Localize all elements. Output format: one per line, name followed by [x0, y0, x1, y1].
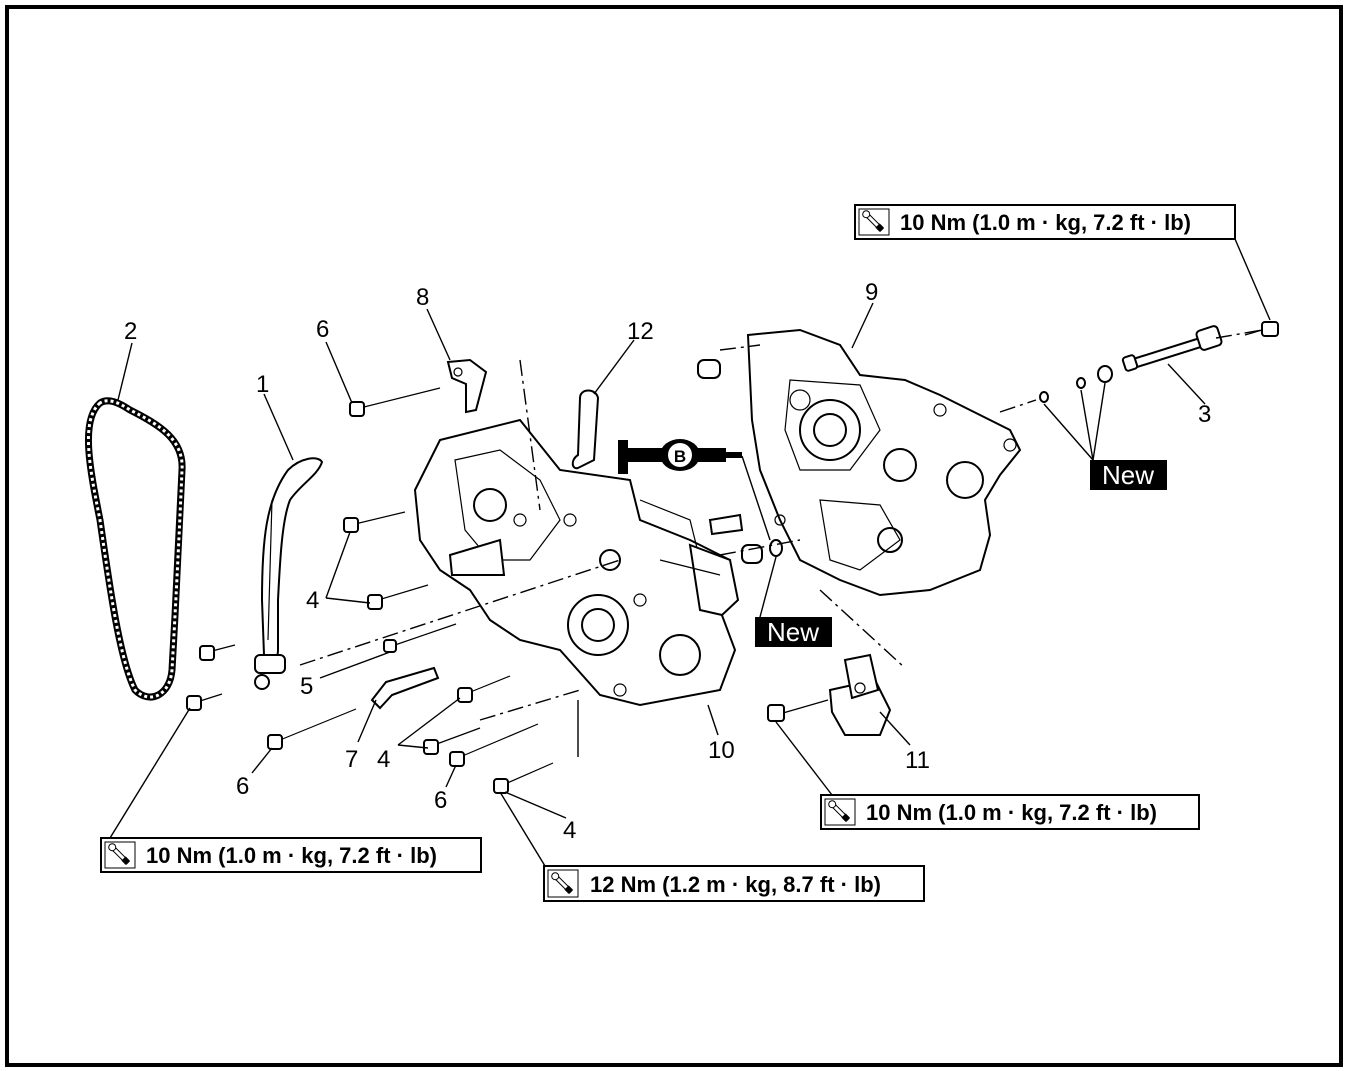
- bracket: [446, 358, 488, 414]
- page-border: [5, 5, 1343, 1067]
- callout-3: 3: [1198, 401, 1211, 428]
- torque-label-bottom-right: 10 Nm (1.0 m · kg, 7.2 ft · lb): [866, 800, 1157, 825]
- callout-9: 9: [865, 279, 878, 306]
- bolts: [186, 387, 829, 794]
- new-label: New: [767, 617, 819, 647]
- callout-5: 5: [300, 673, 313, 700]
- torque-label-bottom-center: 12 Nm (1.2 m · kg, 8.7 ft · lb): [590, 872, 881, 897]
- torque-wrench-icon: [828, 800, 850, 822]
- torque-box-bottom-left: 10 Nm (1.0 m · kg, 7.2 ft · lb): [100, 837, 482, 873]
- callout-8: 8: [416, 284, 429, 311]
- timing-chain: [84, 397, 186, 701]
- chain-guide: [260, 457, 324, 662]
- shift-arm: [571, 389, 600, 470]
- sealant-mark: B: [674, 447, 686, 466]
- new-badge-center: New: [755, 617, 832, 647]
- oil-strainer: [828, 653, 892, 736]
- torque-label-top-right: 10 Nm (1.0 m · kg, 7.2 ft · lb): [900, 210, 1191, 235]
- dowel-pins: [697, 359, 763, 564]
- oil-pipe: [1121, 325, 1223, 372]
- new-badge-right: New: [1090, 460, 1167, 490]
- callout-7: 7: [345, 746, 358, 773]
- leader-lines: [109, 238, 1271, 867]
- callout-6: 6: [236, 773, 249, 800]
- callout-6: 6: [434, 787, 447, 814]
- callout-4: 4: [563, 817, 576, 844]
- callout-10: 10: [708, 737, 735, 764]
- torque-box-bottom-center: 12 Nm (1.2 m · kg, 8.7 ft · lb): [543, 865, 925, 902]
- callout-numbers: 2 1 6 8 12 9 3 4 5 6 7 4 6 4 10 11: [124, 279, 1211, 844]
- callout-4: 4: [377, 746, 390, 773]
- callout-2: 2: [124, 318, 137, 345]
- torque-box-top-right: 10 Nm (1.0 m · kg, 7.2 ft · lb): [854, 204, 1236, 240]
- callout-12: 12: [627, 318, 654, 345]
- left-crankcase: [413, 418, 744, 707]
- right-crankcase: [746, 328, 1022, 597]
- callout-6: 6: [316, 316, 329, 343]
- callout-11: 11: [905, 747, 930, 774]
- callout-1: 1: [256, 371, 269, 398]
- sealant-tube-icon: [618, 439, 742, 474]
- callout-4: 4: [306, 587, 319, 614]
- guide-plate: [370, 666, 440, 710]
- tensioner-pivot: [254, 654, 286, 690]
- oil-pipe-bolt: [1244, 321, 1279, 337]
- torque-box-bottom-right: 10 Nm (1.0 m · kg, 7.2 ft · lb): [820, 794, 1200, 830]
- new-label: New: [1102, 460, 1154, 490]
- torque-label-bottom-left: 10 Nm (1.0 m · kg, 7.2 ft · lb): [146, 843, 437, 868]
